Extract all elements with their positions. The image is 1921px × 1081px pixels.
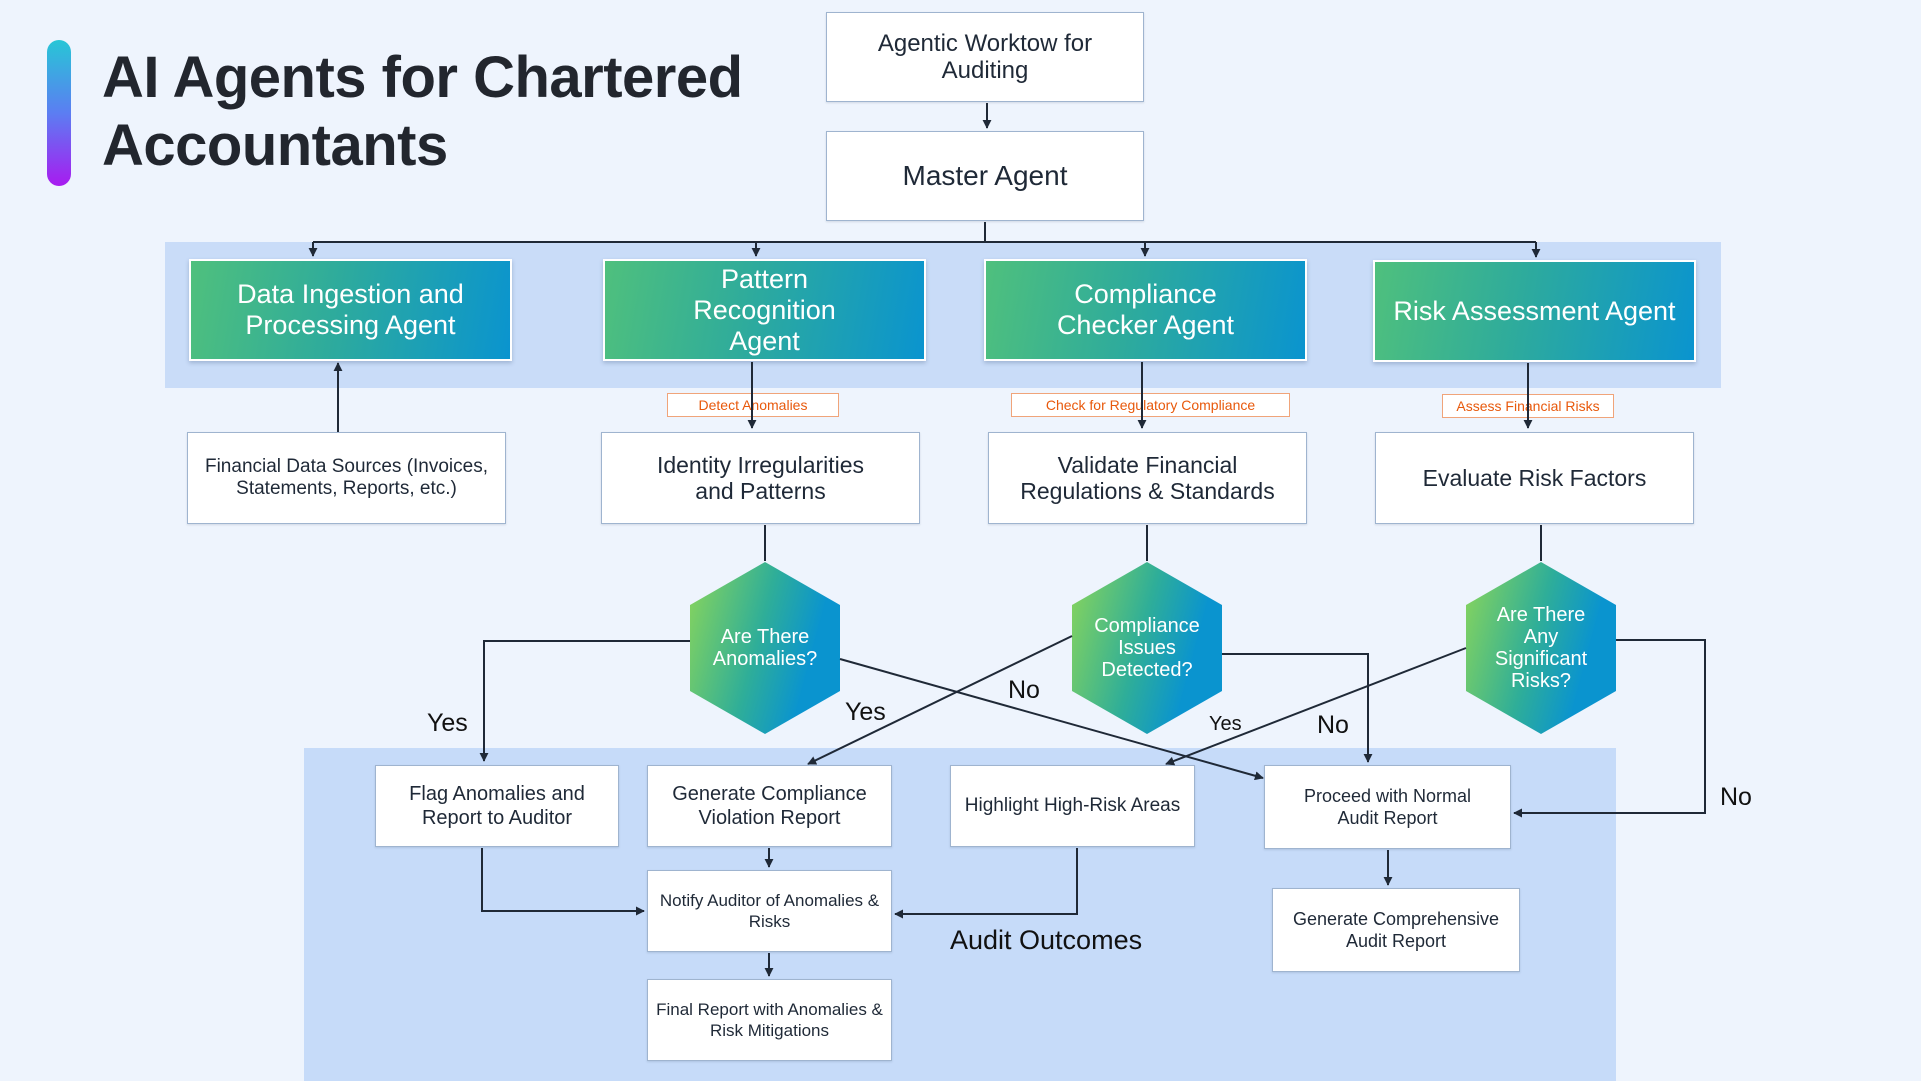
connector-risks-no (1513, 639, 1706, 818)
final-report-box: Final Report with Anomalies & Risk Mitig… (647, 979, 892, 1061)
connector-compliance-no (1222, 653, 1373, 763)
tag-regulatory-compliance: Check for Regulatory Compliance (1011, 393, 1290, 417)
agent-data-ingestion: Data Ingestion and Processing Agent (189, 259, 512, 361)
label-no-anomalies: No (1008, 676, 1040, 704)
label-no-risks: No (1720, 783, 1752, 811)
connector-anomalies-yes (479, 640, 690, 762)
agent-compliance-checker: Compliance Checker Agent (984, 259, 1307, 361)
decision-compliance-issues: Compliance Issues Detected? (1072, 562, 1222, 734)
financial-data-sources-box: Financial Data Sources (Invoices, Statem… (187, 432, 506, 524)
decision-anomalies: Are There Anomalies? (690, 562, 840, 734)
highlight-high-risk-box: Highlight High-Risk Areas (950, 765, 1195, 847)
label-yes-anomalies: Yes (427, 709, 468, 737)
connector-compliance-yes (807, 635, 1073, 765)
workflow-box: Agentic Worktow for Auditing (826, 12, 1144, 102)
label-yes-risks: Yes (1209, 713, 1242, 735)
decision-significant-risks: Are There Any Significant Risks? (1466, 562, 1616, 734)
title-accent-bar (47, 40, 71, 186)
connector-flag-notify (481, 848, 645, 916)
master-agent-box: Master Agent (826, 131, 1144, 221)
agent-pattern-recognition: Pattern Recognition Agent (603, 259, 926, 361)
validate-regulations-box: Validate Financial Regulations & Standar… (988, 432, 1307, 524)
agent-risk-assessment: Risk Assessment Agent (1373, 260, 1696, 362)
audit-outcomes-label: Audit Outcomes (950, 925, 1143, 955)
comprehensive-audit-box: Generate Comprehensive Audit Report (1272, 888, 1520, 972)
page-title: AI Agents for Chartered Accountants (102, 45, 743, 178)
notify-auditor-box: Notify Auditor of Anomalies & Risks (647, 870, 892, 952)
identity-irregularities-box: Identity Irregularities and Patterns (601, 432, 920, 524)
connector-highlight-notify (894, 848, 1078, 919)
connector-anomalies-no (839, 658, 1264, 781)
flag-anomalies-box: Flag Anomalies and Report to Auditor (375, 765, 619, 847)
proceed-normal-audit-box: Proceed with Normal Audit Report (1264, 765, 1511, 849)
label-no-compliance: No (1317, 711, 1349, 739)
connector-risks-yes (1165, 647, 1467, 766)
compliance-violation-box: Generate Compliance Violation Report (647, 765, 892, 847)
label-yes-compliance: Yes (845, 698, 886, 726)
evaluate-risk-factors-box: Evaluate Risk Factors (1375, 432, 1694, 524)
